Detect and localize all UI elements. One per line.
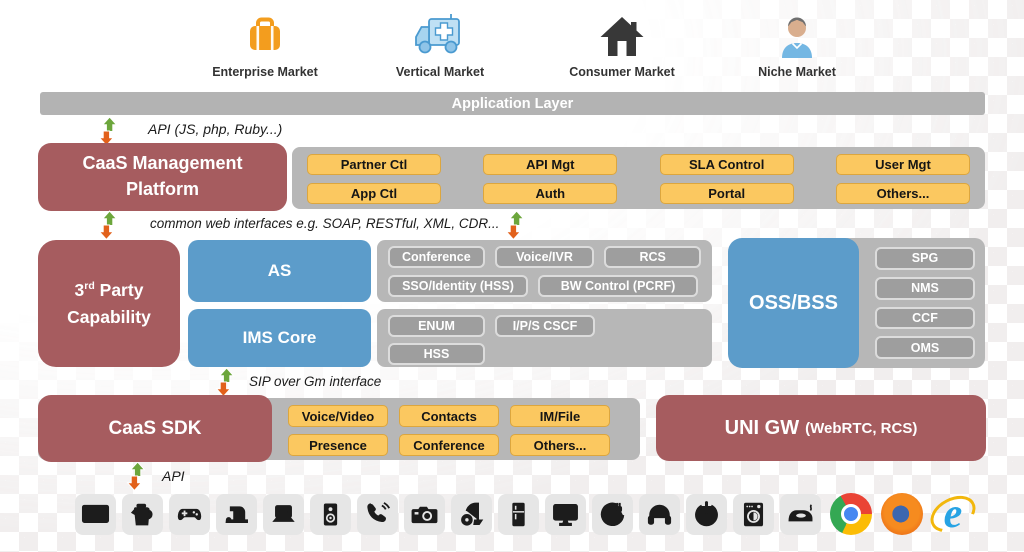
ims-module: ENUM (388, 315, 485, 337)
sdk-module: IM/File (510, 405, 610, 427)
ims-modules-container: ENUM I/P/S CSCF HSS (377, 309, 712, 367)
as-title: AS (267, 261, 292, 280)
market-enterprise: Enterprise Market (180, 8, 350, 79)
ims-modules-row2: HSS (388, 343, 701, 365)
updown-arrow-icon (98, 116, 118, 147)
web-interfaces-note: common web interfaces e.g. SOAP, RESTful… (150, 216, 500, 231)
uni-gw-subtitle: (WebRTC, RCS) (805, 419, 918, 437)
market-label: Vertical Market (395, 65, 485, 79)
sdk-module: Contacts (399, 405, 499, 427)
application-layer-bar: Application Layer (40, 92, 985, 115)
phone-icon (357, 493, 398, 535)
iron-icon (780, 493, 821, 535)
monitor-icon (545, 493, 586, 535)
chrome-icon (830, 493, 872, 535)
mgmt-module: App Ctl (307, 183, 441, 204)
uni-gw-title: UNI GW (724, 416, 800, 439)
ambulance-icon (355, 8, 525, 60)
oss-module: CCF (875, 306, 975, 330)
ims-modules-row1: ENUM I/P/S CSCF (388, 315, 701, 337)
market-consumer: Consumer Market (537, 8, 707, 79)
mgmt-module: SLA Control (659, 154, 794, 175)
oss-module: SPG (875, 247, 975, 270)
third-party-line1: 3rd Party (74, 280, 144, 301)
updown-arrow-icon (505, 210, 525, 241)
market-label: Consumer Market (569, 65, 675, 79)
camera-icon (404, 493, 445, 535)
laptop-icon (263, 493, 304, 535)
mgmt-module: Partner Ctl (307, 154, 441, 175)
kettle-icon (122, 493, 163, 535)
mgmt-module: User Mgt (835, 154, 970, 175)
mgmt-title-line1: CaaS Management (82, 153, 243, 174)
mgmt-module: Portal (659, 183, 794, 204)
ims-core-title: IMS Core (242, 328, 317, 347)
caas-sdk-title: CaaS SDK (108, 417, 202, 439)
sip-note: SIP over Gm interface (249, 374, 382, 389)
internet-explorer-icon (932, 493, 974, 535)
third-party-line2: Capability (67, 306, 151, 327)
as-modules-row1: Conference Voice/IVR RCS (388, 246, 701, 268)
market-niche: Niche Market (712, 8, 882, 79)
sdk-module: Voice/Video (288, 405, 388, 427)
market-vertical: Vertical Market (355, 8, 525, 79)
vacuum-cleaner-icon (451, 493, 492, 535)
as-module: Voice/IVR (494, 246, 595, 268)
refrigerator-icon (498, 493, 539, 535)
ims-module: HSS (388, 343, 485, 365)
house-icon (537, 8, 707, 60)
uni-gw-box: UNI GW (WebRTC, RCS) (656, 395, 986, 461)
sewing-machine-icon (216, 493, 257, 535)
speaker-icon (310, 493, 351, 535)
as-modules-row2: SSO/Identity (HSS) BW Control (PCRF) (388, 275, 701, 297)
caas-sdk-box: CaaS SDK (38, 395, 272, 462)
oss-bss-title: OSS/BSS (749, 291, 838, 314)
sdk-modules-grid: Voice/Video Contacts IM/File Presence Co… (288, 405, 610, 456)
oss-bss-box: OSS/BSS (728, 238, 859, 368)
power-plug-icon (592, 493, 633, 535)
api-top-note: API (JS, php, Ruby...) (148, 121, 283, 137)
ims-module: I/P/S CSCF (495, 315, 595, 337)
updown-arrow-icon (98, 210, 118, 241)
market-label: Enterprise Market (212, 65, 318, 79)
updown-arrow-icon (126, 461, 146, 492)
microwave-icon (75, 493, 116, 535)
third-party-capability-box: 3rd Party Capability (38, 240, 180, 367)
briefcase-icon (180, 8, 350, 60)
device-row (75, 493, 974, 535)
as-module: BW Control (PCRF) (538, 275, 698, 297)
headphones-icon (639, 493, 680, 535)
as-module: SSO/Identity (HSS) (388, 275, 528, 297)
mgmt-module: Auth (483, 183, 618, 204)
updown-arrow-icon (215, 367, 235, 398)
as-box: AS (188, 240, 371, 302)
oss-module: OMS (875, 336, 975, 359)
oss-module: NMS (875, 276, 975, 300)
sdk-module: Conference (399, 434, 499, 456)
as-module: Conference (388, 246, 485, 268)
mgmt-title-line2: Platform (125, 179, 199, 199)
api-bottom-note: API (162, 468, 185, 484)
game-controller-icon (169, 493, 210, 535)
market-label: Niche Market (758, 65, 836, 79)
management-modules-container: Partner Ctl API Mgt SLA Control User Mgt… (292, 147, 985, 209)
ims-core-box: IMS Core (188, 309, 371, 367)
firefox-icon (881, 493, 923, 535)
sdk-module: Presence (288, 434, 388, 456)
sdk-module: Others... (510, 434, 610, 456)
mgmt-module: Others... (835, 183, 970, 204)
person-icon (712, 8, 882, 60)
as-modules-container: Conference Voice/IVR RCS SSO/Identity (H… (377, 240, 712, 302)
management-modules-grid: Partner Ctl API Mgt SLA Control User Mgt… (292, 147, 985, 209)
as-module: RCS (604, 246, 701, 268)
power-button-icon (686, 493, 727, 535)
application-layer-label: Application Layer (451, 95, 574, 112)
caas-management-platform-box: CaaS Management Platform (38, 143, 287, 211)
washing-machine-icon (733, 493, 774, 535)
mgmt-module: API Mgt (483, 154, 618, 175)
